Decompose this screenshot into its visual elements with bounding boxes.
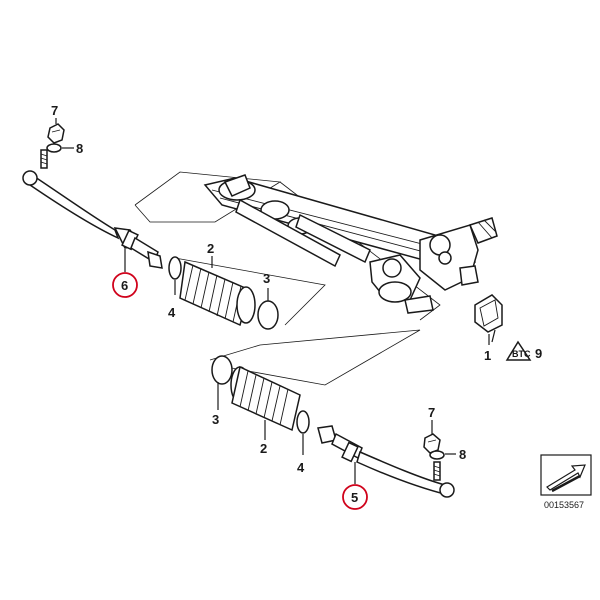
label-top-nut: 7 <box>51 103 58 118</box>
label-mount: 1 <box>484 348 491 363</box>
label-bottom-washer: 8 <box>459 447 466 462</box>
label-bottom-tie-rod: 5 <box>351 490 358 505</box>
mounting-bracket <box>474 294 503 343</box>
top-large-clamp <box>257 300 279 330</box>
upper-dashed-left <box>174 257 326 326</box>
bottom-tie-rod-5 <box>317 425 455 498</box>
top-inner-joint <box>147 250 163 269</box>
bottom-washer <box>429 450 445 460</box>
label-top-large-clamp: 3 <box>263 271 270 286</box>
svg-text:BTC: BTC <box>512 349 531 359</box>
bottom-bellows <box>230 365 301 432</box>
lower-dashed-box <box>209 329 421 386</box>
label-bottom-bellows: 2 <box>260 441 267 456</box>
top-nut <box>47 123 65 144</box>
label-bottom-large-clamp: 3 <box>212 412 219 427</box>
bottom-ball-stud <box>433 461 441 481</box>
top-tie-rod-highlight <box>112 272 138 298</box>
label-symbol: 9 <box>535 346 542 361</box>
label-top-tie-rod: 6 <box>121 278 128 293</box>
top-small-clamp <box>168 256 182 280</box>
direction-arrow-icon <box>540 454 592 496</box>
top-washer <box>46 143 62 153</box>
top-tie-rod-6 <box>22 170 159 264</box>
bottom-tie-rod-highlight <box>342 484 368 510</box>
label-bottom-nut: 7 <box>428 405 435 420</box>
bottom-large-clamp <box>211 355 233 385</box>
bottom-nut <box>423 433 441 454</box>
recycle-symbol-icon: BTC <box>505 340 532 361</box>
bottom-small-clamp <box>296 410 310 434</box>
diagram-reference-number: 00153567 <box>544 500 584 510</box>
top-bellows <box>179 260 256 327</box>
label-top-small-clamp: 4 <box>168 305 176 320</box>
label-top-washer: 8 <box>76 141 83 156</box>
steering-rack-housing <box>203 174 498 314</box>
top-ball-stud <box>40 149 48 169</box>
label-bottom-small-clamp: 4 <box>297 460 305 475</box>
label-top-bellows: 2 <box>207 241 214 256</box>
